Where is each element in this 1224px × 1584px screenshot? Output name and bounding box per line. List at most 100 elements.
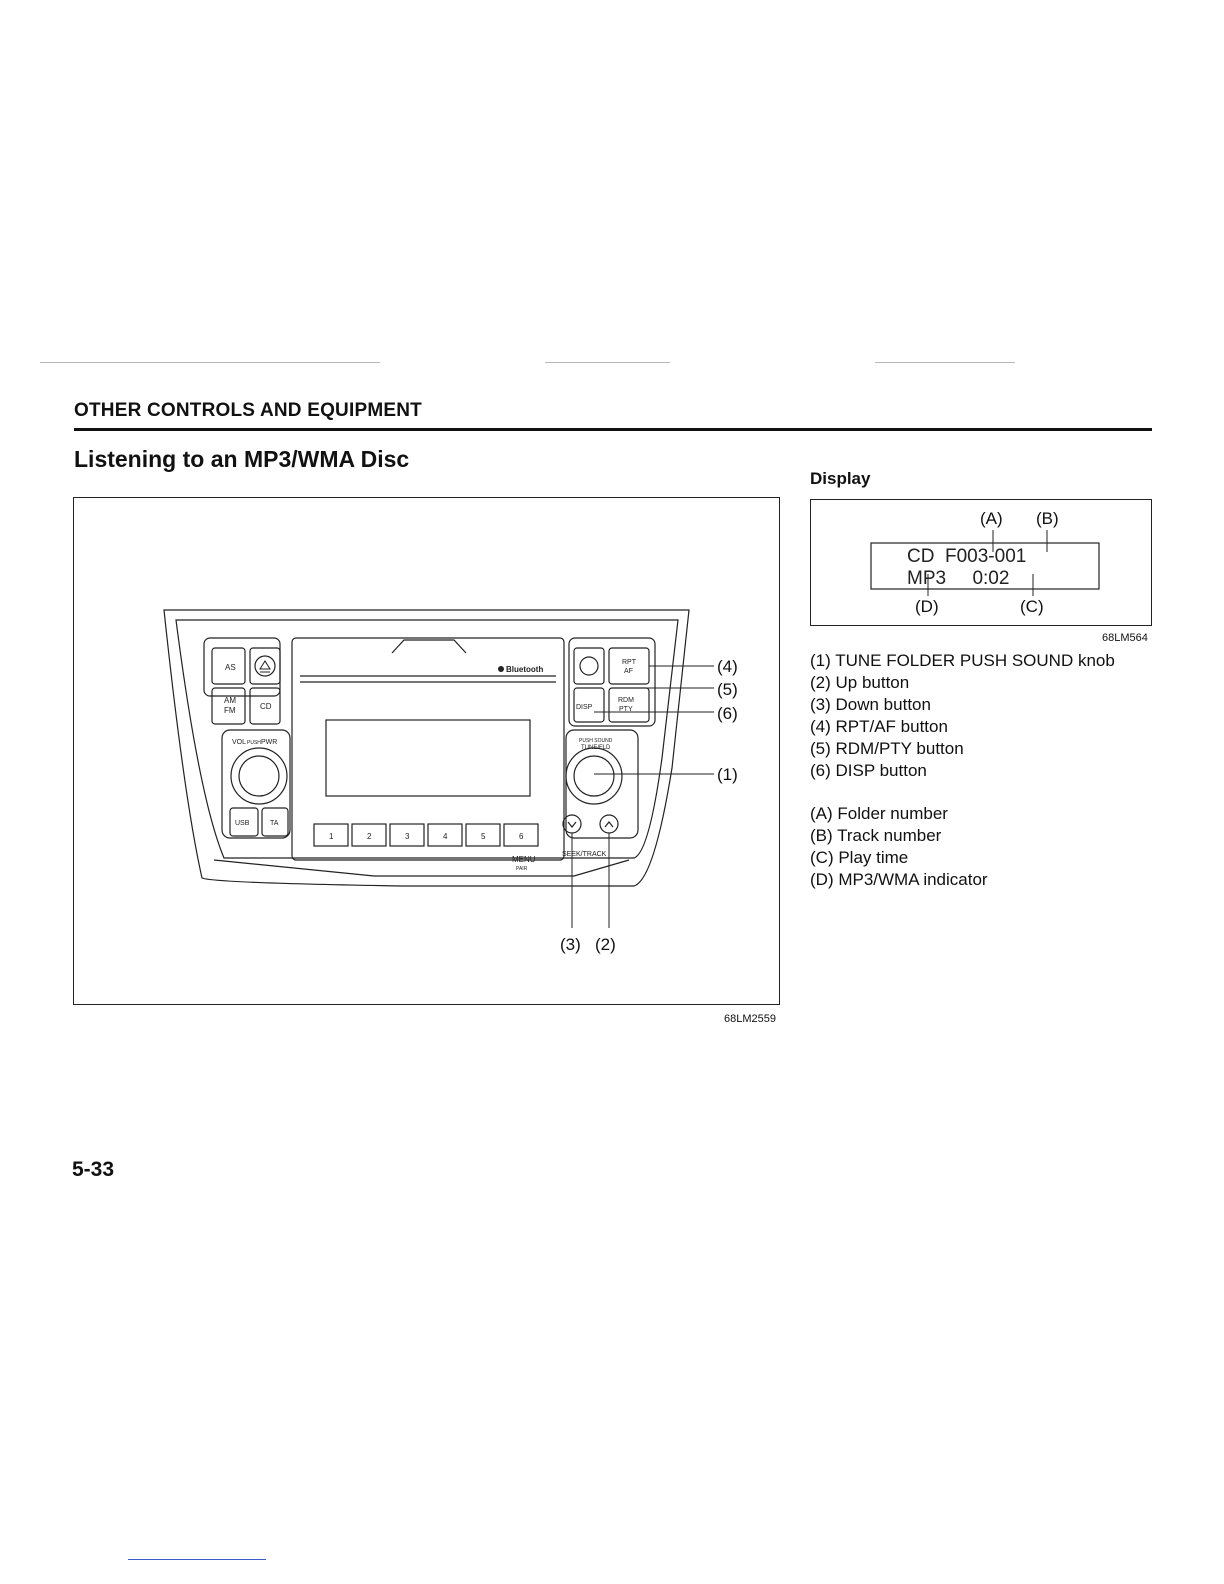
am-fm-button [211,687,246,725]
usb-label: USB [235,820,250,827]
chevron-up-icon [604,821,614,828]
cd-label: CD [260,702,272,711]
legend-item: (3) Down button [810,695,931,714]
bluetooth-icon [498,666,504,672]
label-a: (A) [980,509,1003,528]
header-rule [74,428,1152,431]
preset-6 [503,823,539,847]
fm-label: FM [224,706,236,715]
tune-knob-inner [573,755,615,797]
preset-4 [427,823,463,847]
lcd-screen [325,719,531,797]
audio-unit-drawing: AS AM FM CD VOL PUSH PWR USB TA Bluetoot… [163,609,738,954]
section-header: OTHER CONTROLS AND EQUIPMENT [74,400,422,421]
legend-item: (1) TUNE FOLDER PUSH SOUND knob [810,651,1115,670]
rdm-label: RDM [618,697,634,704]
inner-bezel [175,619,679,859]
up-button [599,814,619,834]
preset-2-label: 2 [367,832,372,841]
pty-label: PTY [619,706,633,713]
push-sound-label: PUSH SOUND [579,738,613,744]
af-label: AF [624,668,633,675]
eject-symbol-icon [259,660,271,673]
callout-3: (3) [560,935,581,954]
page-title: Listening to an MP3/WMA Disc [74,446,410,472]
display-drawing: CD F003-001 MP3 0:02 (A) (B) (C) (D) [870,509,1100,616]
callout-leaders [571,665,714,928]
disc-slot-tab [391,639,467,654]
display-heading: Display [810,469,871,488]
outer-bezel [163,609,690,887]
scan-artifact-line [40,362,380,363]
chevron-down-icon [567,821,577,828]
figure-code-main: 68LM2559 [724,1013,776,1025]
eject-button [249,647,281,685]
preset-4-label: 4 [443,832,448,841]
usb-button [229,807,259,837]
vol-label: VOL [232,739,246,746]
bluetooth-label: Bluetooth [506,665,543,674]
eject-icon [254,655,276,677]
legend-item: (C) Play time [810,848,909,867]
audio-unit-figure: AS AM FM CD VOL PUSH PWR USB TA Bluetoot… [73,497,780,1005]
callout-4: (4) [717,657,738,676]
legend-item: (2) Up button [810,673,910,692]
label-d: (D) [915,597,939,616]
legend-item: (A) Folder number [810,804,948,823]
label-c: (C) [1020,597,1044,616]
vol-knob-outer [230,747,288,805]
callout-6: (6) [717,704,738,723]
left-cluster-bottom [221,729,291,839]
callout-1: (1) [717,765,738,784]
legend-item: (B) Track number [810,826,942,845]
display-lcd [870,542,1100,590]
display-leaders [927,530,1048,596]
right-cluster-top [568,637,656,727]
disp-button [573,687,605,723]
pair-label: PAIR [516,866,528,872]
seek-track-label: SEEK/TRACK [562,851,607,858]
menu-label: MENU [512,855,536,864]
right-cluster-bottom [565,729,639,839]
rpt-label: RPT [622,659,637,666]
numbered-legend: (1) TUNE FOLDER PUSH SOUND knob (2) Up b… [810,650,1115,782]
display-figure: CD F003-001 MP3 0:02 (A) (B) (C) (D) [810,499,1152,626]
preset-5 [465,823,501,847]
callout-5: (5) [717,680,738,699]
disp-label: DISP [576,704,593,711]
lettered-legend: (A) Folder number (B) Track number (C) P… [810,803,988,891]
legend-item: (6) DISP button [810,761,927,780]
display-line-2: MP3 0:02 [907,568,1009,589]
preset-5-label: 5 [481,832,486,841]
cd-button [249,687,281,725]
preset-3-label: 3 [405,832,410,841]
legend-item: (5) RDM/PTY button [810,739,964,758]
figure-code-display: 68LM564 [1102,632,1148,644]
rdm-pty-button [608,687,650,723]
as-label: AS [225,663,236,672]
as-button [211,647,246,685]
callout-2: (2) [595,935,616,954]
tune-knob-outer [565,747,623,805]
mute-icon [579,656,599,676]
am-label: AM [224,696,236,705]
preset-2 [351,823,387,847]
legend-item: (4) RPT/AF button [810,717,948,736]
label-b: (B) [1036,509,1059,528]
push-label: PUSH [247,740,261,746]
lower-trim [213,859,630,877]
ta-label: TA [270,820,279,827]
preset-6-label: 6 [519,832,524,841]
preset-buttons [313,823,539,847]
preset-3 [389,823,425,847]
legend-item: (D) MP3/WMA indicator [810,870,988,889]
preset-1-label: 1 [329,832,334,841]
ta-button [261,807,289,837]
vol-knob-inner [238,755,280,797]
pwr-label: PWR [261,739,277,746]
page-number: 5-33 [72,1158,115,1181]
preset-1 [313,823,349,847]
scan-artifact-line [875,362,1015,363]
scan-artifact-line [545,362,670,363]
footer-link-line [128,1559,266,1560]
